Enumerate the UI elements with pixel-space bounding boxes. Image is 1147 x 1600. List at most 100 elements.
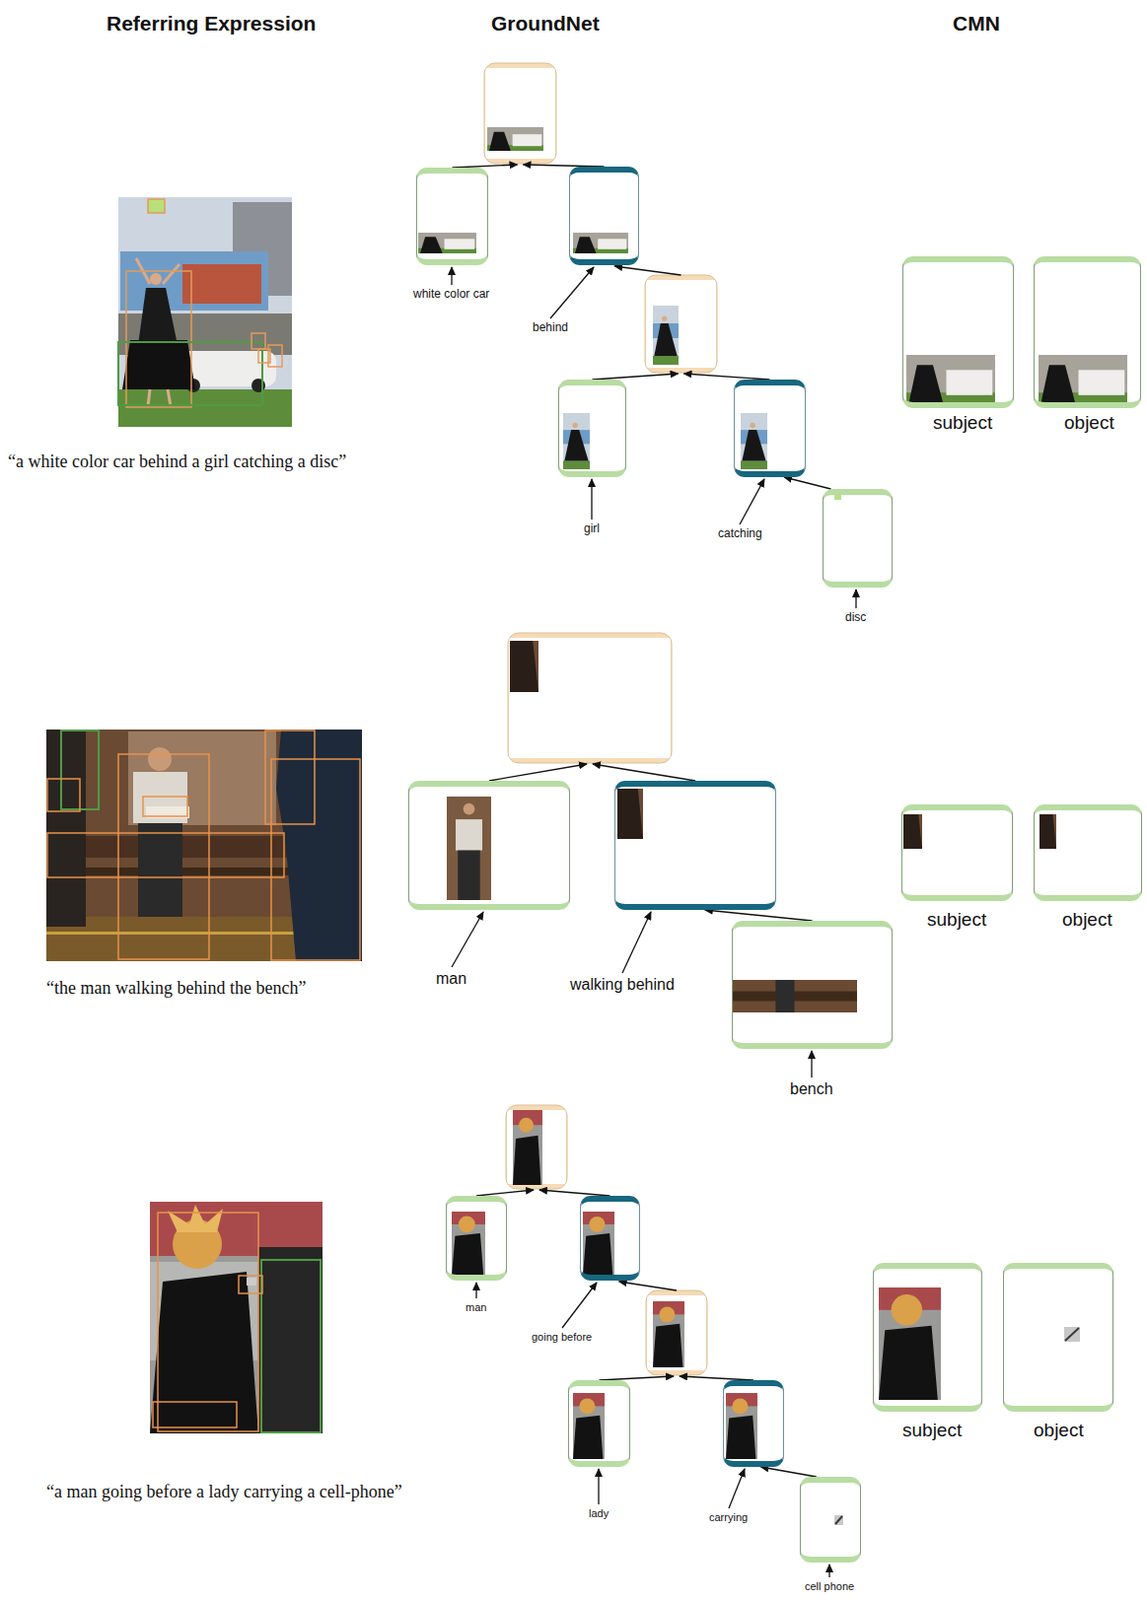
thumb-part (572, 423, 577, 429)
thumb-part (1039, 814, 1057, 850)
tree-arrow (592, 764, 696, 782)
thumbnail (563, 413, 590, 470)
thumb-part (878, 1288, 941, 1401)
leader-arrow (622, 912, 651, 974)
combine-box-fill (506, 1110, 567, 1185)
grounding-box: subject (901, 804, 1013, 902)
relation-box: going before (579, 1196, 641, 1282)
thumb-part (749, 423, 755, 429)
node-label: man (435, 970, 467, 989)
thumb-part (835, 1516, 843, 1525)
node-label: man (465, 1301, 487, 1315)
column-header: Referring Expression (106, 11, 316, 36)
grounding-box: man (445, 1196, 507, 1282)
thumbnail (512, 1110, 543, 1186)
thumb-part (946, 369, 994, 396)
thumbnail (725, 1393, 758, 1460)
leader-arrow (590, 479, 592, 520)
grounding-box: lady (568, 1380, 631, 1468)
photo-person (276, 729, 362, 962)
proposal-box (261, 1260, 321, 1434)
thumb-part (731, 980, 858, 1013)
thumb-part (1065, 1328, 1079, 1342)
combine-box-outline (507, 633, 672, 764)
tree-arrow (489, 764, 587, 782)
thumb-part (906, 355, 996, 406)
proposal-box (268, 345, 283, 367)
thumb-part (652, 1301, 685, 1368)
thumbnail (1064, 1327, 1080, 1343)
combine-box-fill (508, 638, 671, 759)
thumb-part (834, 1515, 844, 1526)
thumb-part (509, 641, 539, 693)
leader-arrow (828, 1565, 830, 1578)
edge-arrow (784, 477, 831, 490)
thumbnail (903, 814, 923, 850)
thumb-part (597, 238, 627, 250)
thumbnail (487, 127, 544, 151)
leader-arrow (810, 1051, 812, 1078)
thumb-part (573, 1416, 603, 1460)
node-label: girl (583, 522, 600, 537)
thumb-part (878, 1326, 938, 1401)
column-header: CMN (952, 11, 1001, 36)
photo-man-phone (149, 1202, 323, 1434)
referring-expression: “the man walking behind the bench” (46, 978, 382, 1001)
photo-girl-disc (118, 197, 292, 428)
tree-arrow (614, 266, 681, 276)
relation-box: walking behind (614, 781, 777, 911)
thumb-part (418, 232, 477, 254)
thumbnail (1038, 355, 1128, 406)
thumb-part (420, 236, 443, 254)
photo-person (258, 1247, 323, 1434)
photo-body (149, 1272, 259, 1434)
thumb-part (653, 323, 677, 357)
leader-arrow (550, 267, 594, 319)
thumb-part (573, 232, 629, 254)
thumb-part (564, 430, 588, 461)
thumbnail (878, 1288, 941, 1401)
edge-arrow (705, 910, 813, 922)
thumbnail (573, 232, 629, 254)
thumbnail (652, 305, 679, 365)
combine-box-fill (485, 68, 556, 159)
node-label: lady (588, 1507, 609, 1521)
grounding-box: cell phone (799, 1477, 861, 1564)
thumb-part (725, 1416, 756, 1460)
thumb-part (509, 641, 539, 693)
node-label: cell phone (804, 1580, 855, 1594)
thumb-part (573, 1393, 605, 1460)
thumb-part (1038, 355, 1128, 406)
node-label: carrying (709, 1511, 748, 1525)
combine-box-outline (645, 1290, 708, 1376)
proposal-box (265, 730, 315, 825)
grounding-box: white color car (416, 167, 489, 266)
thumb-part (588, 1217, 605, 1233)
node-label: object (1033, 1420, 1084, 1442)
node-label: walking behind (570, 976, 675, 995)
node-label: white color car (413, 287, 490, 302)
photo-person (46, 729, 86, 928)
combine-box-band (505, 1105, 568, 1190)
photo-man-bench (46, 729, 362, 962)
thumb-part (908, 364, 944, 406)
node-label: object (1062, 909, 1113, 932)
leader-arrow (451, 912, 484, 968)
node-label: going before (531, 1331, 592, 1345)
photo-background (149, 1202, 323, 1434)
node-label: object (1064, 412, 1115, 434)
leader-arrow (475, 1283, 477, 1299)
thumb-part (740, 413, 768, 470)
combine-box-fill (645, 280, 717, 368)
leader-arrow (450, 267, 452, 286)
leader-arrow (562, 1283, 597, 1329)
thumb-part (518, 1118, 534, 1134)
thumb-part (741, 430, 766, 461)
photo-leg (147, 389, 150, 407)
thumb-part (512, 1136, 542, 1186)
node-label: subject (902, 1420, 962, 1442)
leader-arrow (739, 479, 765, 525)
thumb-part (446, 796, 492, 901)
relation-box: carrying (722, 1380, 785, 1468)
